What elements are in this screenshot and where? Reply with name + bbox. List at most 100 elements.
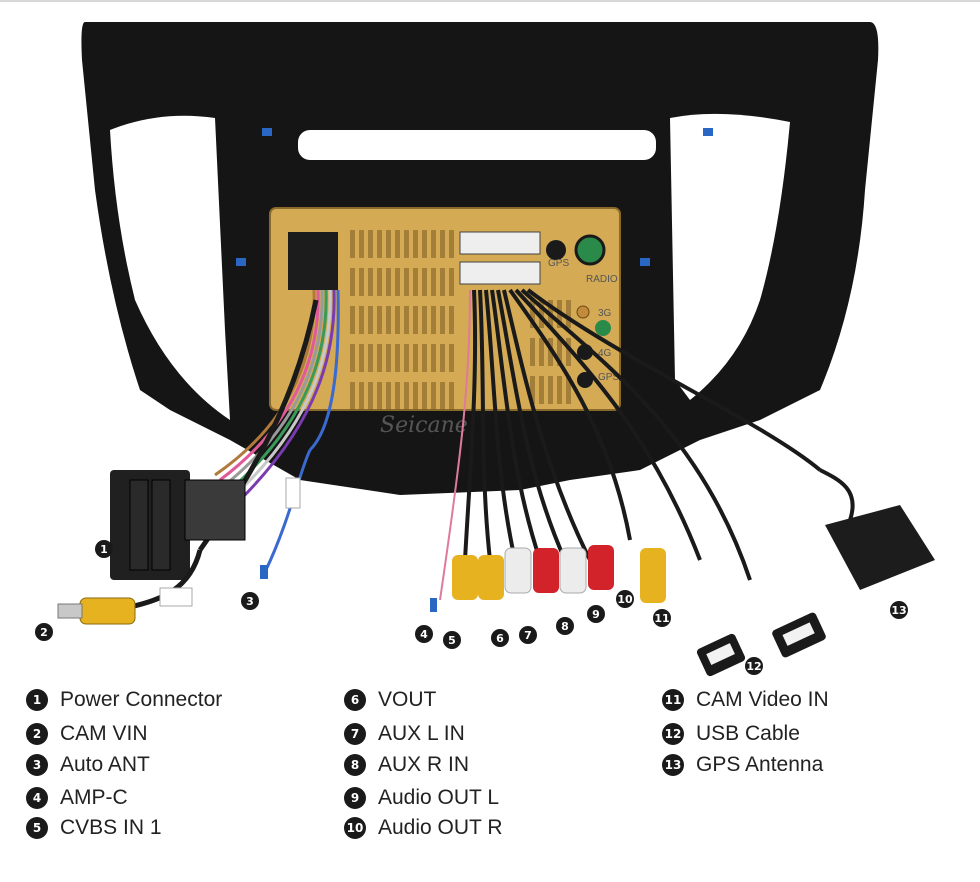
vent-slot [350, 268, 355, 296]
legend-badge: 5 [26, 817, 48, 839]
vent-slot [413, 268, 418, 296]
vent-slot [449, 382, 454, 410]
marker-2: 2 [35, 623, 53, 641]
vent-slot [395, 268, 400, 296]
vent-slot [404, 306, 409, 334]
vent-slot [395, 382, 400, 410]
marker-11: 11 [653, 609, 671, 627]
marker-12: 12 [745, 657, 763, 675]
port-4g-label: 4G [598, 348, 612, 359]
vent-slot [377, 382, 382, 410]
vent-slot [377, 306, 382, 334]
legend-label: CAM VIN [60, 722, 148, 745]
vent-slot [368, 230, 373, 258]
rca-plug-cvbs [452, 555, 478, 600]
vent-slot [350, 230, 355, 258]
rca-plug-aux-r [533, 548, 559, 593]
vent-slot [404, 268, 409, 296]
marker-8: 8 [556, 617, 574, 635]
vent-slot [539, 376, 544, 404]
vent-slot [413, 382, 418, 410]
marker-circle [415, 625, 433, 643]
vent-slot [359, 230, 364, 258]
vent-slot [530, 338, 535, 366]
legend-item-4: 4 AMP-C [26, 786, 128, 810]
radio-port [574, 234, 606, 266]
legend-badge: 6 [344, 689, 366, 711]
marker-number: 12 [746, 660, 761, 673]
vent-slot [350, 382, 355, 410]
marker-6: 6 [491, 629, 509, 647]
marker-5: 5 [443, 631, 461, 649]
marker-number: 2 [40, 626, 48, 639]
vent-slot [404, 230, 409, 258]
marker-circle [443, 631, 461, 649]
cam-vin-cable [57, 549, 203, 625]
vent-slot [440, 268, 445, 296]
legend-label: GPS Antenna [696, 753, 824, 776]
legend-label: USB Cable [696, 722, 800, 745]
head-unit-chassis: GPS RADIO 3G 4G GPS [269, 207, 621, 411]
marker-number: 1 [100, 543, 108, 556]
vent-slot [368, 344, 373, 372]
vent-slot [395, 230, 400, 258]
vent-slot [368, 268, 373, 296]
port-3g [576, 305, 590, 319]
marker-circle [491, 629, 509, 647]
rca-plugs [452, 545, 666, 603]
vent-slot [395, 306, 400, 334]
legend-label: VOUT [378, 688, 437, 711]
vent-slot [422, 344, 427, 372]
legend-badge: 3 [26, 754, 48, 776]
legend-badge: 13 [662, 754, 684, 776]
rca-cable-bundle [439, 288, 822, 601]
gps-port-bottom-label: GPS [598, 372, 619, 383]
vent-slot [350, 306, 355, 334]
vent-slot [566, 338, 571, 366]
legend-label: AMP-C [60, 786, 128, 809]
vent-slot [440, 230, 445, 258]
rca-plug-vout [478, 555, 504, 600]
vent-slot [377, 268, 382, 296]
marker-circle [241, 592, 259, 610]
legend-label: AUX R IN [378, 753, 470, 776]
gps-antenna [819, 468, 935, 590]
vent-slot [431, 306, 436, 334]
vent-slot [539, 300, 544, 328]
usb-cable [696, 612, 826, 677]
vent-slot [539, 338, 544, 366]
gps-port-label: GPS [548, 258, 569, 269]
legend-label: Power Connector [60, 688, 223, 711]
legend-label: CAM Video IN [696, 688, 829, 711]
vent-slot [440, 382, 445, 410]
amp-c-wire-tip [430, 598, 437, 612]
harness-socket [288, 232, 338, 290]
marker-circle [519, 626, 537, 644]
vent-slot [404, 344, 409, 372]
vent-slot [422, 268, 427, 296]
marker-number: 10 [617, 593, 633, 606]
vent-slot [359, 344, 364, 372]
vent-slot [566, 300, 571, 328]
connector-block-lower [459, 261, 541, 285]
gps-port-top [546, 240, 566, 260]
vent-slot [413, 306, 418, 334]
legend-badge: 4 [26, 787, 48, 809]
vent-slot [449, 344, 454, 372]
marker-circle [95, 540, 113, 558]
vent-slot [386, 382, 391, 410]
vent-slot [386, 306, 391, 334]
vent-slot [377, 230, 382, 258]
chassis-vents [350, 230, 571, 410]
vent-slot [377, 344, 382, 372]
vent-slot [386, 344, 391, 372]
marker-circle [616, 590, 634, 608]
rca-plug-audio-out-r [588, 545, 614, 590]
vent-slot [395, 344, 400, 372]
